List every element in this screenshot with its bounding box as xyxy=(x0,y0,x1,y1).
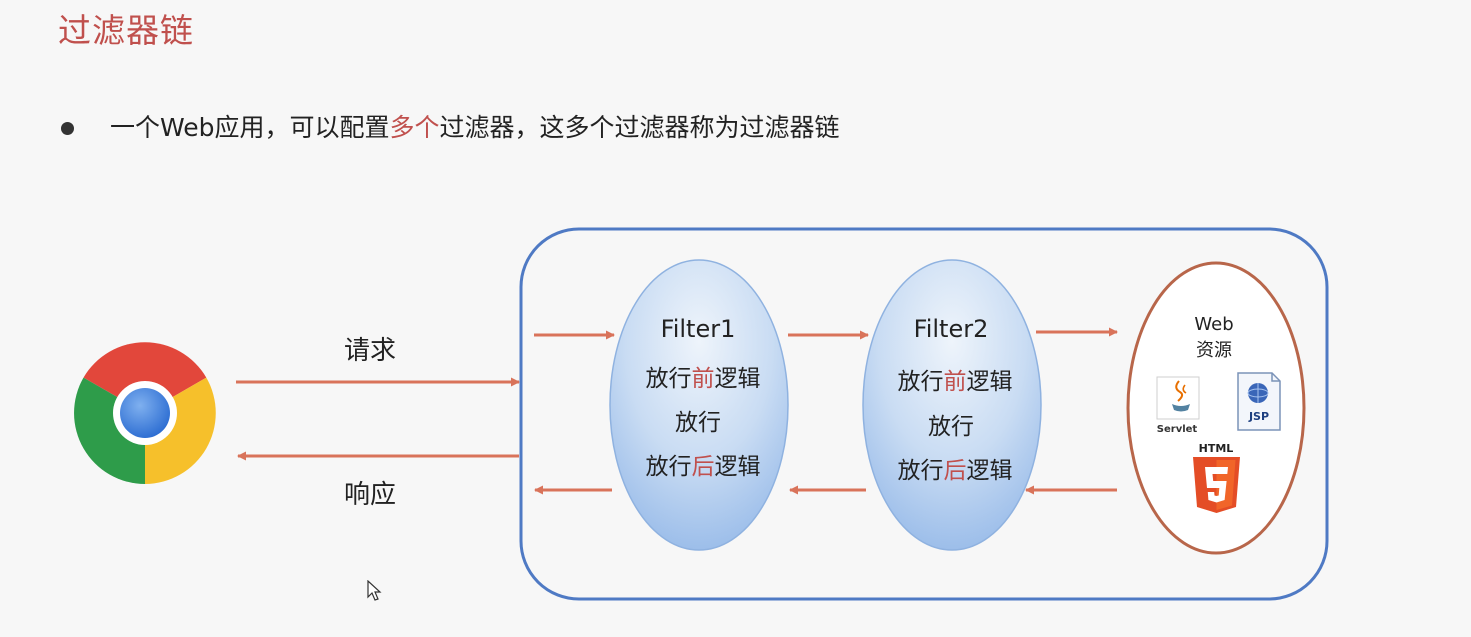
filter1-pre-logic: 放行前逻辑 xyxy=(646,364,761,394)
filter1-name: Filter1 xyxy=(660,315,736,343)
web-resource-title-line1: Web xyxy=(1194,314,1234,335)
mouse-cursor-icon xyxy=(367,580,382,601)
filter1-post-logic-b: 后 xyxy=(691,454,715,480)
filter2-pre-logic-c: 逻辑 xyxy=(966,369,1013,395)
filter2-pre-logic-b: 前 xyxy=(943,369,967,395)
filter1-pre-logic-b: 前 xyxy=(691,366,715,392)
filter2-post-logic-b: 后 xyxy=(943,458,967,484)
filter2-post-logic-c: 逻辑 xyxy=(966,458,1013,484)
bullet-dot-icon xyxy=(61,122,74,135)
svg-text:JSP: JSP xyxy=(1248,410,1269,423)
filter1-post-logic: 放行后逻辑 xyxy=(646,452,761,482)
web-server-container xyxy=(519,227,1329,601)
bullet-text-before: 一个Web应用，可以配置 xyxy=(110,113,390,142)
filter2-name: Filter2 xyxy=(913,315,989,343)
web-resource-title-line2: 资源 xyxy=(1196,340,1232,361)
filter1-pass: 放行 xyxy=(675,410,721,436)
java-servlet-icon: Servlet xyxy=(1156,376,1200,435)
filter1-post-logic-a: 放行 xyxy=(645,454,692,480)
chrome-icon xyxy=(74,342,216,484)
bullet-text: 一个Web应用，可以配置多个过滤器，这多个过滤器称为过滤器链 xyxy=(110,108,840,148)
slide-title: 过滤器链 xyxy=(58,11,194,50)
filter1-pre-logic-c: 逻辑 xyxy=(714,366,761,392)
jsp-file-icon: JSP xyxy=(1237,372,1281,431)
request-label: 请求 xyxy=(343,336,397,366)
filter2-post-logic: 放行后逻辑 xyxy=(898,456,1013,486)
filter2-oval xyxy=(862,259,1042,551)
web-resource-oval xyxy=(1126,261,1306,555)
filter1-post-logic-c: 逻辑 xyxy=(714,454,761,480)
response-label: 响应 xyxy=(343,480,397,510)
html5-icon: HTML xyxy=(1193,442,1240,513)
svg-text:HTML: HTML xyxy=(1199,442,1234,455)
filter2-pass: 放行 xyxy=(928,414,974,440)
filter2-post-logic-a: 放行 xyxy=(897,458,944,484)
filter1-oval xyxy=(609,259,789,551)
bullet-text-highlight: 多个 xyxy=(389,113,440,142)
filter2-pre-logic-a: 放行 xyxy=(897,369,944,395)
bullet-text-after: 过滤器，这多个过滤器称为过滤器链 xyxy=(439,113,840,142)
svg-text:Servlet: Servlet xyxy=(1157,424,1198,435)
filter1-pre-logic-a: 放行 xyxy=(645,366,692,392)
filter2-pre-logic: 放行前逻辑 xyxy=(898,367,1013,397)
